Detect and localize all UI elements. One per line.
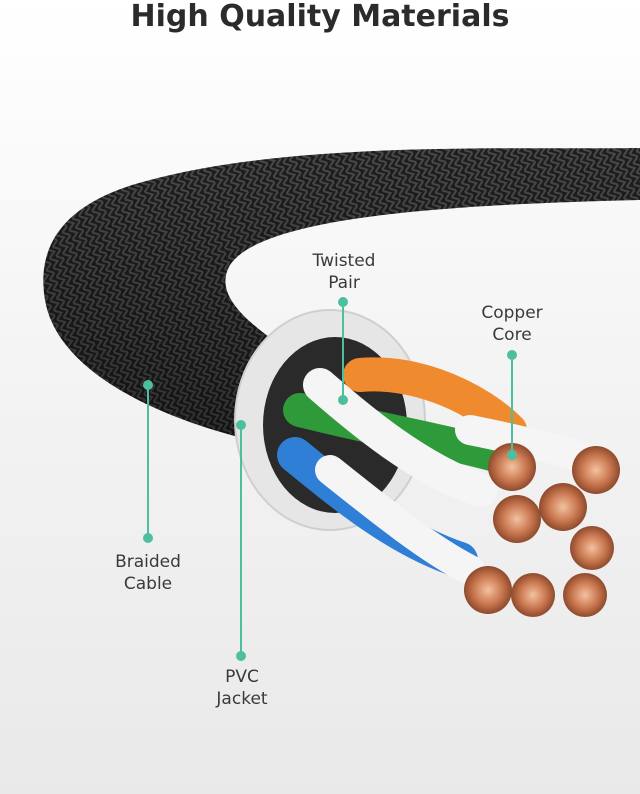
callout-lines bbox=[143, 297, 517, 661]
twisted-pair-label: Twisted Pair bbox=[312, 251, 376, 293]
page-title: High Quality Materials bbox=[130, 0, 510, 34]
braided-cable-label: Braided Cable bbox=[115, 552, 181, 594]
pvc-jacket-label: PVC Jacket bbox=[216, 667, 268, 709]
twisted-pairs bbox=[277, 357, 605, 585]
copper-cores bbox=[464, 443, 620, 617]
copper-core-label: Copper Core bbox=[481, 303, 543, 345]
